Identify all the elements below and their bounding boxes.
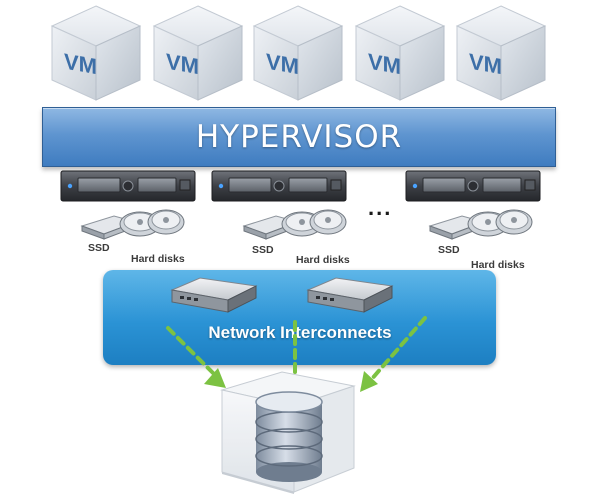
network-switch-icon [306, 277, 394, 313]
server-rack-icon [405, 170, 541, 202]
disk-group-3 [426, 204, 536, 240]
vm-3: VM [252, 4, 344, 102]
vm-cube-icon: VM [152, 5, 244, 101]
network-switch-icon [170, 277, 258, 313]
hdd-label-3: Hard disks [471, 259, 525, 271]
hard-disk-icon [281, 209, 347, 237]
server-node-2 [211, 170, 347, 202]
hypervisor-layer: HYPERVISOR [42, 107, 556, 167]
hdd-label-2: Hard disks [296, 254, 350, 266]
arrowhead [360, 371, 378, 392]
vm-1: VM [50, 4, 142, 102]
server-node-3 [405, 170, 541, 202]
hdd-label-1: Hard disks [131, 253, 185, 265]
server-rack-icon [211, 170, 347, 202]
hypervisor-label: HYPERVISOR [195, 119, 403, 155]
vm-label: VM [64, 49, 97, 80]
hard-disk-icon [119, 209, 185, 237]
vm-5: VM [455, 4, 547, 102]
network-interconnects-panel [103, 270, 496, 365]
storage-pool [212, 368, 362, 496]
disk-group-2 [240, 204, 350, 240]
vm-label: VM [266, 49, 299, 80]
vm-label: VM [166, 49, 199, 80]
vm-4: VM [354, 4, 446, 102]
network-switch-2 [306, 276, 394, 316]
vm-2: VM [152, 4, 244, 102]
vm-label: VM [368, 49, 401, 80]
ssd-label-3: SSD [438, 244, 460, 256]
hard-disk-icon [467, 209, 533, 237]
ssd-label-1: SSD [88, 242, 110, 254]
ssd-label-2: SSD [252, 244, 274, 256]
vm-label: VM [469, 49, 502, 80]
server-node-1 [60, 170, 196, 202]
more-servers-ellipsis: ... [368, 195, 393, 220]
vm-cube-icon: VM [252, 5, 344, 101]
server-rack-icon [60, 170, 196, 202]
vm-cube-icon: VM [354, 5, 446, 101]
database-storage-icon [220, 371, 356, 494]
network-switch-1 [170, 276, 258, 316]
vm-cube-icon: VM [50, 5, 142, 101]
network-label: Network Interconnects [208, 323, 392, 342]
disk-group-1 [78, 204, 188, 240]
vm-cube-icon: VM [455, 5, 547, 101]
